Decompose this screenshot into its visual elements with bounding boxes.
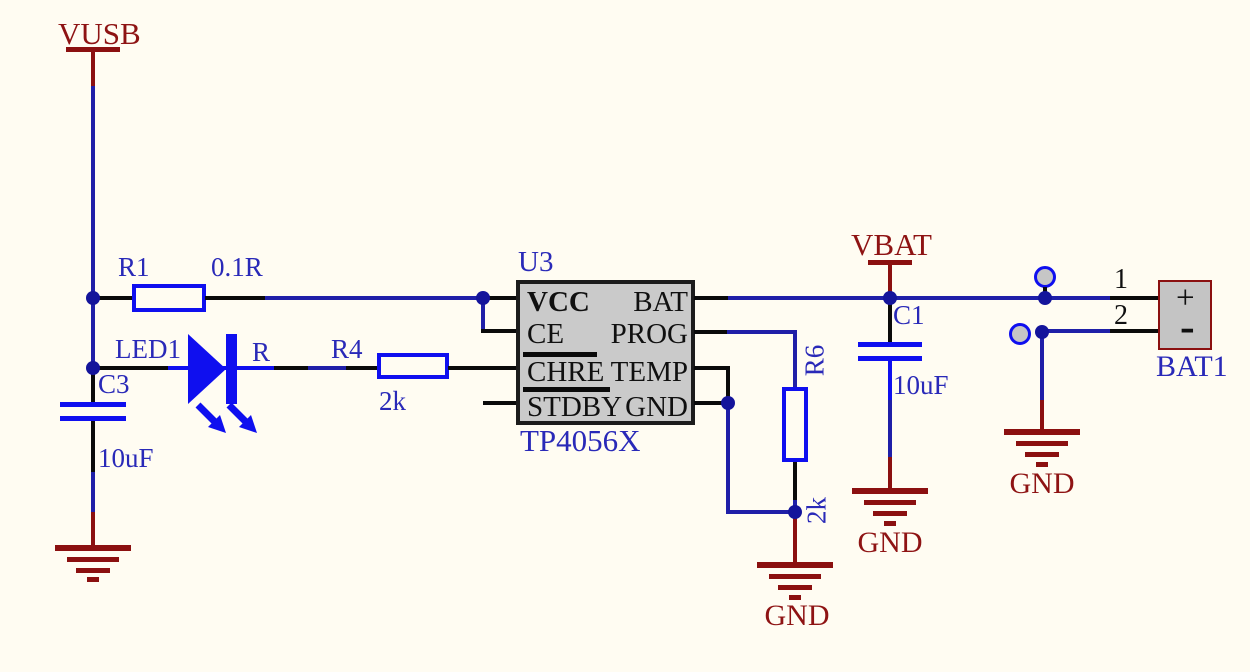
junction-dot (1038, 291, 1052, 305)
led-emission-arrows-icon (195, 402, 257, 433)
wire[interactable] (793, 462, 797, 500)
label-c3-ref[interactable]: C3 (98, 369, 130, 399)
label-led1-value[interactable]: R (252, 337, 271, 367)
resistor-r1-body[interactable] (132, 284, 206, 312)
led-triangle (188, 334, 226, 404)
label-r4-value[interactable]: 2k (379, 386, 406, 416)
wire[interactable] (694, 401, 728, 405)
wire[interactable] (205, 296, 267, 300)
junction-dot (788, 505, 802, 519)
capacitor-c3-plate[interactable] (60, 416, 126, 421)
wire[interactable] (274, 366, 308, 370)
wire[interactable] (95, 296, 134, 300)
led-symbol[interactable] (185, 330, 275, 445)
wire[interactable] (726, 510, 797, 514)
pin-label-ce: CE (527, 318, 565, 350)
junction-dot (86, 291, 100, 305)
wire[interactable] (91, 86, 95, 298)
pin-label-vcc: VCC (527, 286, 590, 318)
ground-label[interactable]: GND (1009, 467, 1075, 500)
pin-label-bat: BAT (633, 286, 688, 318)
power-flag-vusb-label[interactable]: VUSB (58, 16, 141, 51)
pin-label-temp: TEMP (610, 356, 688, 388)
wire[interactable] (888, 457, 892, 489)
wire[interactable] (481, 298, 485, 331)
wire[interactable] (1043, 287, 1047, 294)
ground-label[interactable]: GND (857, 526, 923, 559)
wire[interactable] (694, 330, 727, 334)
label-r6-value[interactable]: 2k (801, 497, 832, 524)
wire[interactable] (1040, 332, 1044, 400)
junction-dot (721, 396, 735, 410)
test-point-pad[interactable] (1034, 266, 1056, 288)
junction-dot (883, 291, 897, 305)
label-r1-value[interactable]: 0.1R (211, 252, 263, 282)
wire[interactable] (1110, 296, 1158, 300)
wire[interactable] (91, 298, 95, 368)
wire[interactable] (888, 400, 892, 457)
wire[interactable] (91, 421, 95, 472)
wire[interactable] (1042, 329, 1110, 333)
wire[interactable] (237, 366, 274, 370)
wire[interactable] (265, 296, 483, 300)
wire[interactable] (728, 296, 1110, 300)
pin-label-gnd: GND (625, 391, 688, 423)
label-bat1-ref[interactable]: BAT1 (1156, 350, 1228, 383)
label-led1-ref[interactable]: LED1 (115, 334, 181, 364)
label-r6-ref[interactable]: R6 (799, 344, 830, 377)
led-cathode-bar (226, 334, 237, 404)
capacitor-c1-plate[interactable] (858, 342, 922, 347)
junction-dot (1035, 325, 1049, 339)
wire[interactable] (346, 366, 378, 370)
wire[interactable] (1040, 400, 1044, 430)
label-c1-value[interactable]: 10uF (893, 370, 949, 400)
wire[interactable] (91, 512, 95, 546)
wire[interactable] (91, 472, 95, 512)
bat1-minus-mark: - (1180, 302, 1195, 351)
label-r4-ref[interactable]: R4 (331, 334, 363, 364)
resistor-r4-body[interactable] (377, 353, 449, 379)
junction-dot (476, 291, 490, 305)
wire[interactable] (483, 401, 518, 405)
capacitor-c3-plate[interactable] (60, 402, 126, 407)
wire[interactable] (888, 361, 892, 400)
label-u3-ref[interactable]: U3 (518, 246, 554, 278)
pin-label-chre: CHRE (527, 356, 605, 388)
pin-label-prog: PROG (610, 318, 688, 350)
wire[interactable] (448, 366, 518, 370)
capacitor-c1-plate[interactable] (858, 356, 922, 361)
wire[interactable] (793, 330, 797, 388)
wire[interactable] (694, 296, 728, 300)
label-c3-value[interactable]: 10uF (98, 443, 154, 473)
wire[interactable] (727, 330, 797, 334)
wire[interactable] (481, 329, 518, 333)
wire[interactable] (95, 366, 168, 370)
wire[interactable] (694, 366, 730, 370)
label-c1-ref[interactable]: C1 (893, 300, 925, 330)
wire[interactable] (726, 403, 730, 512)
bat1-pin1-number: 1 (1114, 264, 1128, 295)
pin-label-stdby-overline (523, 387, 610, 392)
wire[interactable] (888, 302, 892, 343)
resistor-r6-body[interactable] (782, 387, 808, 462)
bat1-plus-mark: + (1176, 280, 1195, 316)
pin-label-chre-overline (523, 352, 597, 357)
wire[interactable] (1110, 329, 1158, 333)
label-u3-part[interactable]: TP4056X (520, 423, 641, 458)
bat1-pin2-number: 2 (1114, 300, 1128, 331)
test-point-pad[interactable] (1009, 323, 1031, 345)
wire[interactable] (888, 261, 892, 298)
wire[interactable] (91, 370, 95, 403)
ground-label[interactable]: GND (764, 599, 830, 632)
wire[interactable] (793, 512, 797, 563)
wire[interactable] (308, 366, 346, 370)
power-flag-vbat-label[interactable]: VBAT (851, 227, 932, 262)
wire[interactable] (91, 48, 95, 86)
pin-label-stdby: STDBY (527, 391, 623, 423)
junction-dot (86, 361, 100, 375)
wire[interactable] (483, 296, 518, 300)
wire[interactable] (726, 366, 730, 403)
label-r1-ref[interactable]: R1 (118, 252, 150, 282)
battery-connector-bat1-body[interactable] (1158, 280, 1212, 350)
